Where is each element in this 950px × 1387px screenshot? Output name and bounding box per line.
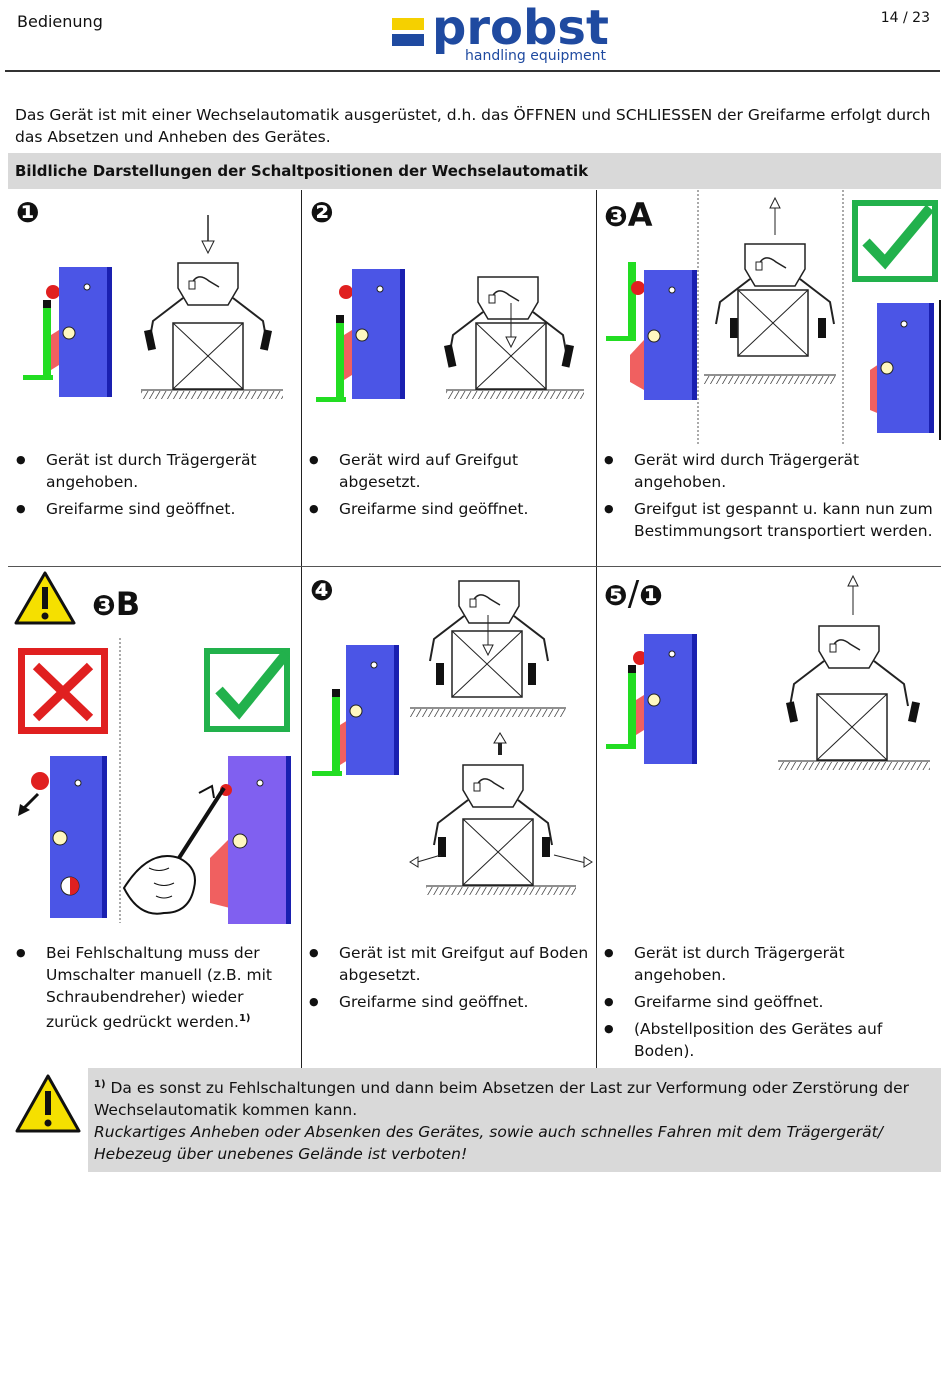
grid-line [596,190,597,1068]
bullet-item: Bei Fehlschaltung muss der Umschalter ma… [16,942,296,1033]
bullet-item: Greifarme sind geöffnet. [604,991,939,1013]
bullet-item: Gerät ist durch Trägergerät angehoben. [604,942,939,986]
footnote-text: Da es sonst zu Fehlschaltungen und dann … [94,1079,909,1120]
footnote-box: 1) Da es sonst zu Fehlschaltungen und da… [88,1068,941,1172]
page-number: 14 / 23 [880,10,930,26]
grid-line [301,190,302,1068]
step-3b-bullets: Bei Fehlschaltung muss der Umschalter ma… [16,942,296,1038]
step-1-illustration [23,215,283,399]
warning-icon [14,571,76,625]
footnote-marker: 1) [94,1079,106,1090]
bullet-item: Greifarme sind geöffnet. [309,498,589,520]
bullet-item: Gerät wird durch Trägergerät angehoben. [604,449,934,493]
probst-logo: probst handling equipment [392,0,622,66]
grid-line [8,566,941,567]
header-divider [5,70,940,72]
step-3b-illustration [18,638,291,924]
step-2-illustration [316,268,584,402]
bullet-item: Greifarme sind geöffnet. [309,991,589,1013]
step-2-bullets: Gerät wird auf Greifgut abgesetzt. Greif… [309,449,589,525]
bullet-item: (Abstellposition des Gerätes auf Boden). [604,1018,939,1062]
step-5-illustration [606,574,930,770]
footnote-warning: Ruckartiges Anheben oder Absenken des Ge… [94,1123,883,1164]
step-1-bullets: Gerät ist durch Trägergerät angehoben. G… [16,449,291,525]
step-number: ❹ [310,574,334,607]
bullet-item: Greifgut ist gespannt u. kann nun zum Be… [604,498,934,542]
step-number: ❶ [16,196,40,229]
banner-title: Bildliche Darstellungen der Schaltpositi… [15,162,589,180]
step-3a-illustration [606,190,941,445]
warning-icon [15,1074,81,1133]
step-number: ❸A [604,196,653,234]
bullet-item: Gerät wird auf Greifgut abgesetzt. [309,449,589,493]
step-5-bullets: Gerät ist durch Trägergerät angehoben. G… [604,942,939,1067]
bullet-item: Gerät ist mit Greifgut auf Boden abgeset… [309,942,589,986]
bullet-item: Gerät ist durch Trägergerät angehoben. [16,449,291,493]
step-number: ❸B [92,585,141,623]
step-4-illustration [312,580,593,895]
step-4-bullets: Gerät ist mit Greifgut auf Boden abgeset… [309,942,589,1018]
section-title: Bedienung [17,12,103,31]
step-3a-bullets: Gerät wird durch Trägergerät angehoben. … [604,449,934,547]
footnote-ref: 1) [238,1013,251,1024]
step-number: ❷ [310,196,334,229]
intro-text: Das Gerät ist mit einer Wechselautomatik… [15,106,931,146]
bullet-item: Greifarme sind geöffnet. [16,498,291,520]
section-banner: Bildliche Darstellungen der Schaltpositi… [8,153,941,189]
step-number: ❺/❶ [604,574,663,614]
